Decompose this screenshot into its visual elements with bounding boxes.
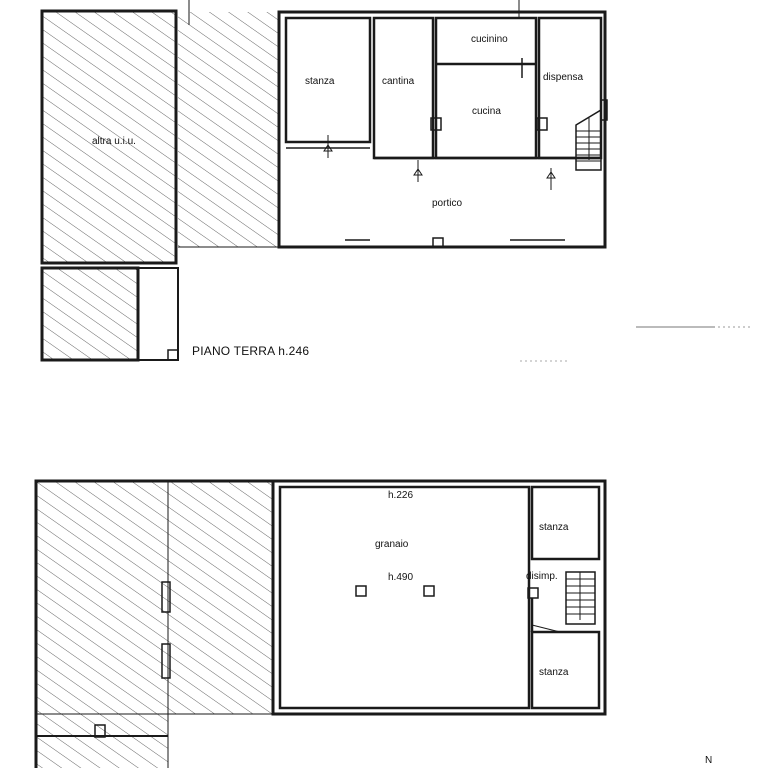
label-cantina: cantina [382, 76, 415, 87]
label-stanza-bottom: stanza [539, 667, 569, 678]
ground-floor-outline [277, 10, 607, 249]
label-dispensa: dispensa [543, 72, 584, 83]
label-stanza-top: stanza [539, 522, 569, 533]
label-portico: portico [432, 198, 463, 209]
room-stanza-top-outline [530, 485, 601, 561]
pillar-left [355, 585, 367, 597]
ground-floor-stairs [575, 108, 602, 171]
hatched-area-altra-uiu [40, 9, 178, 265]
label-disimp: disimp. [526, 571, 558, 582]
north-label: N [705, 755, 713, 766]
hatched-area-first-floor-left [36, 481, 168, 768]
first-floor-stairs [565, 571, 596, 625]
ground-floor-plan [40, 0, 752, 362]
room-cantina-outline [372, 16, 435, 160]
label-altra-uiu: altra u.i.u. [92, 136, 136, 147]
hatched-area-first-floor-mid [168, 481, 273, 714]
room-granaio-outline [278, 485, 531, 710]
hatched-area-corridor [178, 12, 279, 247]
label-height-top: h.226 [388, 490, 414, 501]
first-floor-outline [271, 479, 607, 716]
label-stanza: stanza [305, 76, 335, 87]
room-stanza-bottom-outline [530, 630, 601, 710]
hatched-area-lower-left [40, 266, 140, 362]
first-floor-plan [34, 479, 607, 768]
label-cucina: cucina [472, 106, 501, 117]
label-granaio: granaio [375, 539, 409, 550]
ground-floor-caption: PIANO TERRA h.246 [192, 344, 310, 358]
label-height-mid: h.490 [388, 572, 414, 583]
pillar-right [423, 585, 435, 597]
label-cucinino: cucinino [471, 34, 508, 45]
pillar-disimp [527, 587, 539, 599]
door-arrows [188, 0, 556, 190]
